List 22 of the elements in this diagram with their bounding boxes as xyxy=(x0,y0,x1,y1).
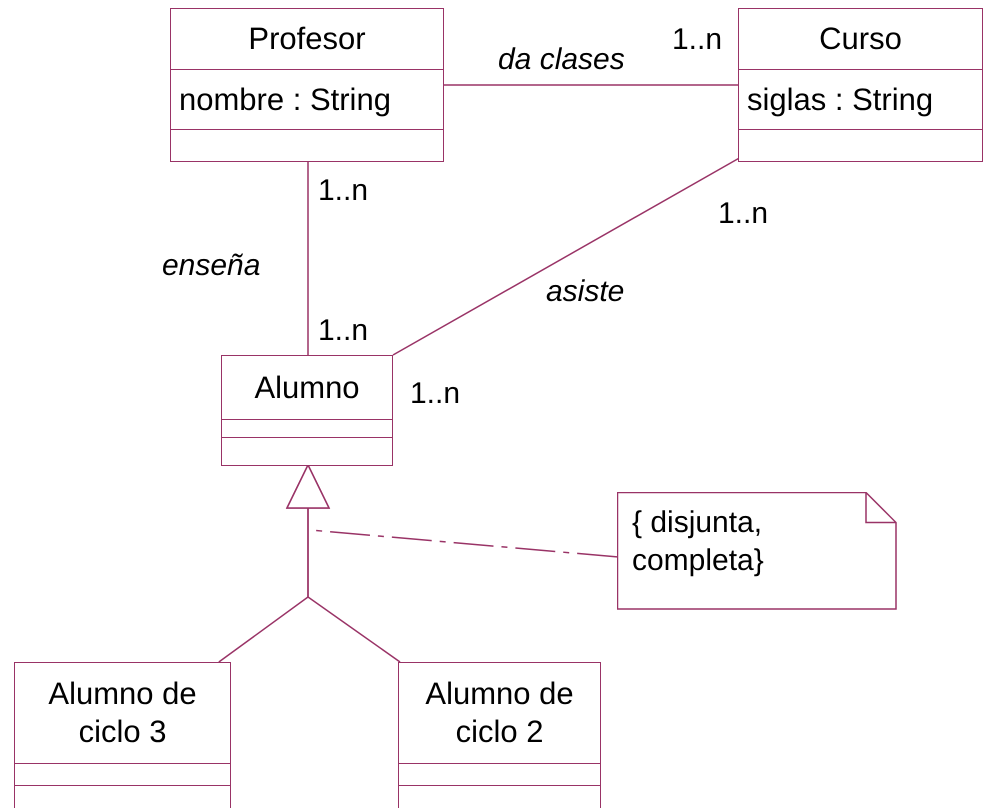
attribute-text: siglas : String xyxy=(747,83,934,117)
class-box xyxy=(14,662,231,808)
association-line xyxy=(307,162,309,355)
class-name: Alumno de ciclo 2 xyxy=(424,675,575,751)
note-text: { disjunta, completa} xyxy=(632,505,765,579)
class-box xyxy=(221,355,393,466)
note xyxy=(617,492,897,610)
class-box xyxy=(170,8,444,162)
multiplicity-label: 1..n xyxy=(318,315,368,347)
association-line xyxy=(444,84,738,86)
class-name: Alumno xyxy=(253,368,361,406)
class-name: Curso xyxy=(818,20,903,58)
generalization-arrow xyxy=(286,464,400,663)
multiplicity-label: 1..n xyxy=(410,378,460,410)
class-name: Profesor xyxy=(247,20,367,58)
class-box xyxy=(398,662,601,808)
multiplicity-label: 1..n xyxy=(672,24,722,56)
multiplicity-label: 1..n xyxy=(718,198,768,230)
multiplicity-label: 1..n xyxy=(318,175,368,207)
class-box xyxy=(738,8,983,162)
attribute-text: nombre : String xyxy=(179,83,391,117)
class-name: Alumno de ciclo 3 xyxy=(47,675,198,751)
